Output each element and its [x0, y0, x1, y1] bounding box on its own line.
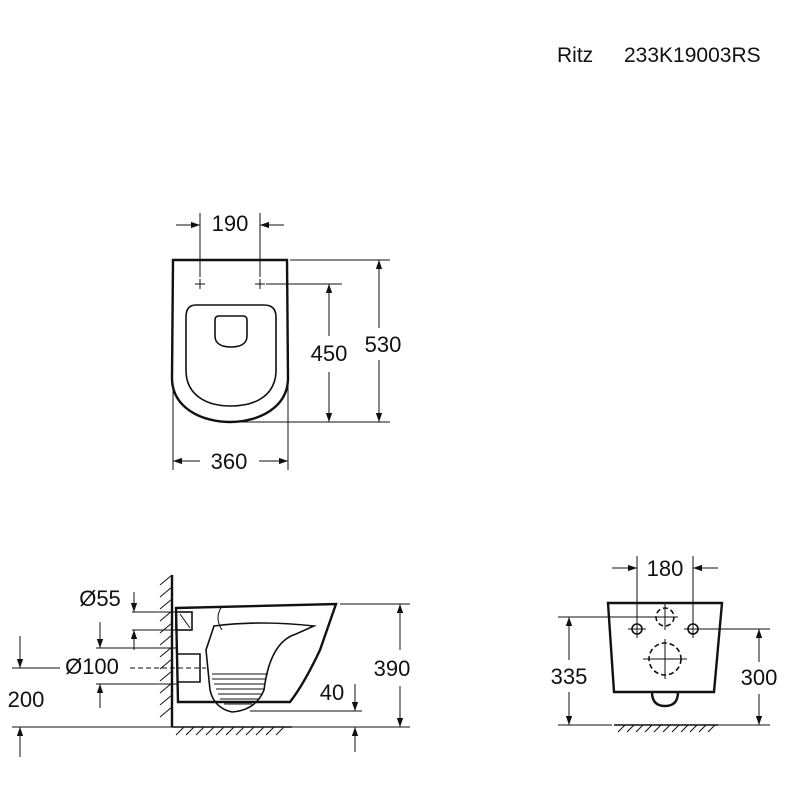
- dim-label-190: 190: [212, 211, 249, 236]
- water-hatch: [212, 673, 268, 705]
- dim-label-390: 390: [374, 656, 411, 681]
- rear-bolt-hole-right: [684, 620, 702, 638]
- dimension-width: 360: [172, 385, 289, 474]
- top-view: 190 360 450 530: [170, 211, 402, 474]
- side-bowl-inner: [205, 622, 318, 713]
- rear-floor: [614, 724, 718, 733]
- dim-label-450: 450: [311, 341, 348, 366]
- bowl-outer-outline: [170, 258, 290, 424]
- dimension-outlet-height: 200: [8, 636, 172, 757]
- dim-label-180: 180: [647, 556, 684, 581]
- rear-outlet-circle: [643, 639, 687, 679]
- dim-label-d55: Ø55: [79, 586, 121, 611]
- rear-foot: [650, 691, 680, 708]
- dim-label-d100: Ø100: [65, 654, 119, 679]
- dimension-outlet-diameter: Ø100: [65, 622, 178, 708]
- dimension-height: 390: [292, 603, 411, 728]
- header: Ritz 233K19003RS: [557, 44, 761, 67]
- bowl-drain-shape: [214, 315, 248, 348]
- dim-label-300: 300: [741, 665, 778, 690]
- dimension-rear-left-height: 335: [551, 616, 652, 726]
- fixing-hole-right: [255, 279, 265, 289]
- dim-label-200: 200: [8, 687, 45, 712]
- dimension-total-length: 530: [290, 259, 402, 422]
- side-bowl-outline: [174, 602, 338, 704]
- inlet-connector: [175, 611, 193, 631]
- rear-bolt-hole-left: [628, 620, 646, 638]
- dimension-inner-length: 450: [236, 283, 390, 423]
- dimension-rim-offset: 40: [250, 680, 362, 752]
- model-code: 233K19003RS: [624, 44, 761, 67]
- wall: [159, 574, 174, 727]
- bowl-inner-rim: [185, 304, 277, 407]
- model-name: Ritz: [557, 44, 593, 67]
- dim-label-40: 40: [320, 680, 344, 705]
- rear-view: 180 335 300: [551, 556, 778, 733]
- fixing-hole-left: [195, 279, 205, 289]
- inlet-hatch: [179, 613, 191, 629]
- dimension-bolt-spacing-top: 190: [176, 211, 284, 277]
- dim-label-360: 360: [211, 449, 248, 474]
- dim-label-530: 530: [365, 332, 402, 357]
- dim-label-335: 335: [551, 664, 588, 689]
- side-view: Ø55 Ø100 200 390: [8, 574, 411, 757]
- inner-rim-curve: [217, 605, 223, 631]
- outlet-pipe: [178, 653, 201, 683]
- dimension-inlet-diameter: Ø55: [79, 586, 176, 650]
- rear-bowl-outline: [606, 601, 724, 694]
- rear-inlet-circle: [652, 604, 678, 630]
- floor: [172, 726, 292, 736]
- dimension-bolt-spacing-rear: 180: [612, 556, 718, 620]
- dimension-rear-right-height: 300: [700, 628, 778, 726]
